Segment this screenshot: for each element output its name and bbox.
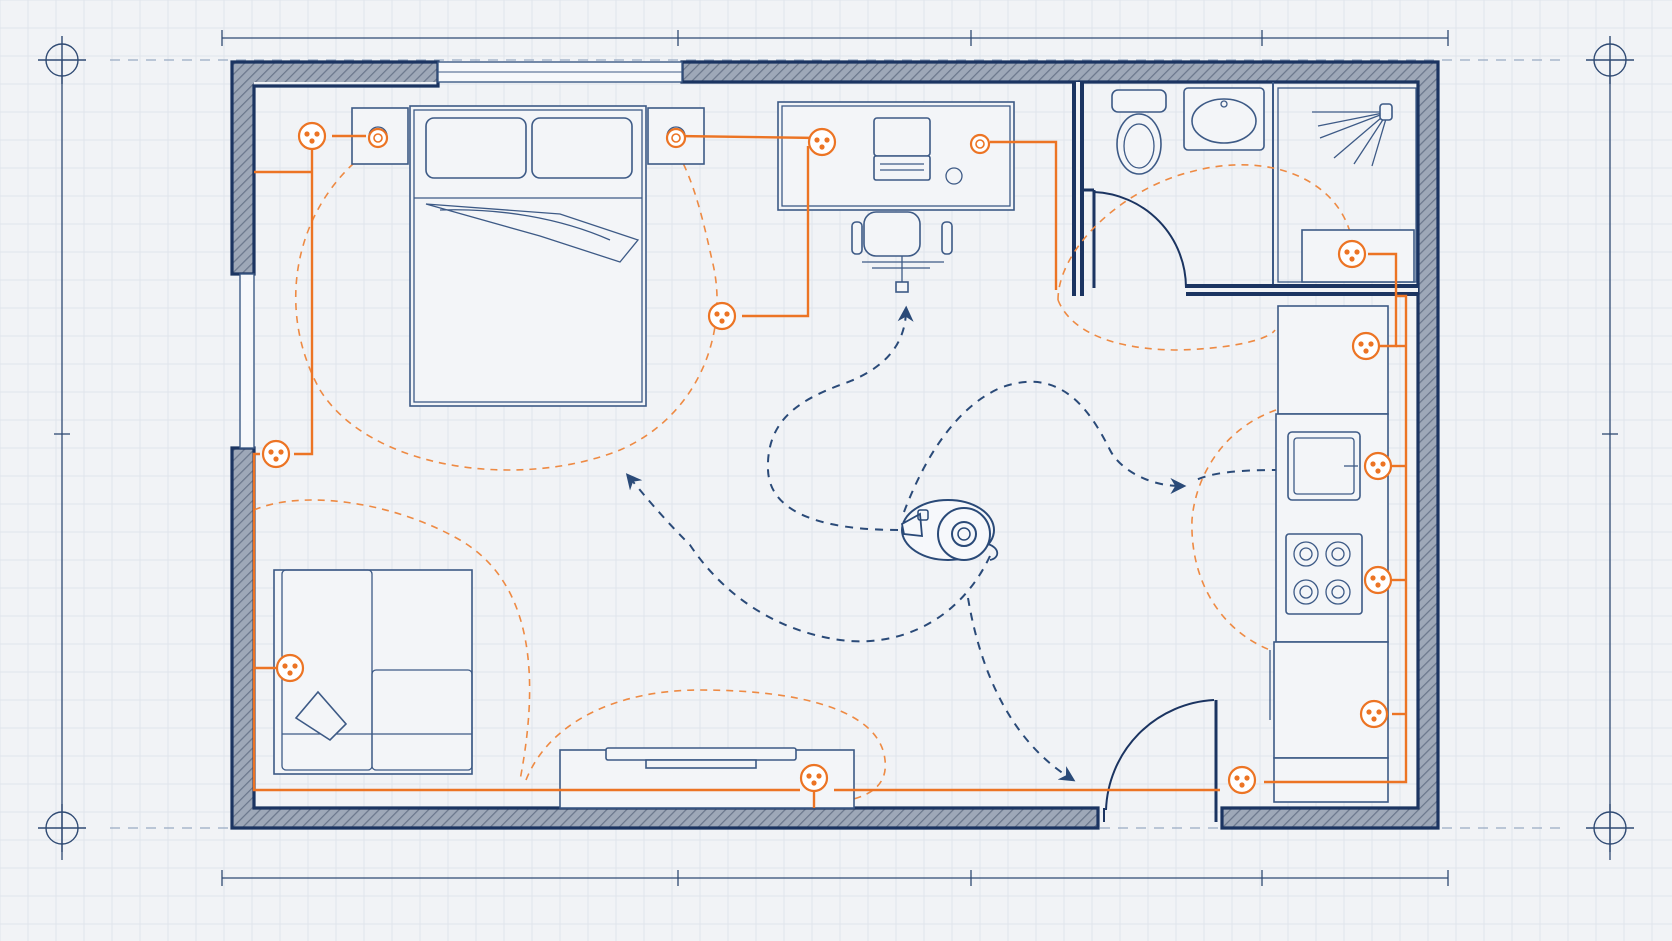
outlet-bedroom-2 bbox=[367, 127, 389, 149]
outlet-living-area-9 bbox=[707, 301, 737, 331]
outlet-bedroom-4 bbox=[261, 439, 291, 469]
robot-vacuum-path bbox=[625, 305, 1281, 782]
bathroom-door bbox=[1092, 190, 1188, 289]
outlets bbox=[261, 121, 1393, 795]
outlet-workspace-5 bbox=[807, 127, 837, 157]
entry-door bbox=[1103, 699, 1218, 822]
stove-icon bbox=[1285, 533, 1363, 615]
walls bbox=[230, 60, 1440, 830]
outlet-bathroom-10 bbox=[1337, 239, 1367, 269]
outlet-bedroom-3 bbox=[665, 127, 687, 149]
outlet-living-area-7 bbox=[275, 653, 305, 683]
outlet-kitchen-11 bbox=[1351, 331, 1381, 361]
sink-icon bbox=[1287, 431, 1361, 501]
tv-icon bbox=[559, 747, 855, 809]
outlet-kitchen-13 bbox=[1363, 565, 1393, 595]
reach-zones bbox=[253, 126, 1353, 801]
registration-marks bbox=[38, 36, 1634, 852]
desk-chair-icon bbox=[851, 211, 953, 293]
outlet-kitchen-15 bbox=[1227, 765, 1257, 795]
sofa-icon bbox=[273, 569, 473, 775]
outlet-kitchen-12 bbox=[1363, 451, 1393, 481]
robot-vacuum-icon bbox=[900, 499, 999, 561]
toilet-icon bbox=[1111, 89, 1167, 175]
desk bbox=[777, 101, 1015, 211]
outlet-living-area-8 bbox=[799, 763, 829, 793]
kitchen-counter bbox=[1269, 305, 1389, 803]
outlet-workspace-6 bbox=[969, 133, 991, 155]
sink-icon bbox=[1183, 87, 1265, 151]
electrical-wiring bbox=[252, 134, 1408, 808]
outlet-bedroom-1 bbox=[297, 121, 327, 151]
laptop-icon bbox=[873, 117, 931, 181]
outlet-kitchen-14 bbox=[1359, 699, 1389, 729]
bed-icon bbox=[351, 105, 705, 407]
